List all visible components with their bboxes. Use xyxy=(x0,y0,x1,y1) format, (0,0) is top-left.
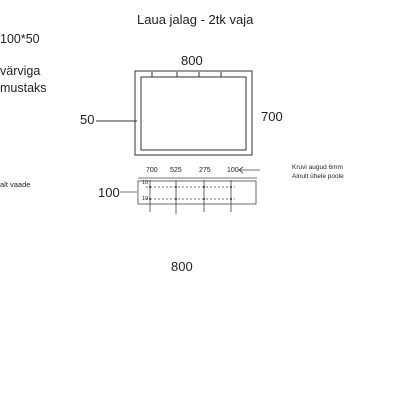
one-side-note: Ainult ühele poole xyxy=(292,173,344,180)
hole-offset-top: 10 xyxy=(142,180,149,186)
top-view xyxy=(96,70,253,156)
note-color-2: mustaks xyxy=(0,81,47,95)
rail-outline xyxy=(137,180,257,205)
hole-dimension-525: 525 xyxy=(170,167,182,174)
page-title: Laua jalag - 2tk vaja xyxy=(137,12,254,27)
top-view-width-label: 800 xyxy=(181,53,203,68)
side-view-width-label: 800 xyxy=(171,259,193,274)
note-dimension: 100*50 xyxy=(0,32,40,46)
hole-marker xyxy=(203,186,205,188)
note-color-1: värviga xyxy=(0,64,41,78)
note-arrow-head xyxy=(238,166,244,174)
hole-marker xyxy=(175,198,177,200)
screw-holes xyxy=(149,186,232,200)
frame-outer xyxy=(134,70,253,156)
hole-marker xyxy=(149,198,151,200)
hole-dimension-100: 100 xyxy=(227,167,239,174)
hole-offset-bottom: 10 xyxy=(142,196,149,202)
note-view: alt vaade xyxy=(0,180,31,189)
side-view xyxy=(120,166,260,214)
hole-marker xyxy=(230,186,232,188)
side-view-height-label: 100 xyxy=(98,185,120,200)
hole-marker xyxy=(175,186,177,188)
hole-dimension-275: 275 xyxy=(199,167,211,174)
hole-marker xyxy=(203,198,205,200)
frame-inner xyxy=(140,76,247,151)
screw-hole-note: Kruvi augud 6mm xyxy=(292,164,343,171)
hole-dimension-700: 700 xyxy=(146,167,158,174)
hole-marker xyxy=(149,186,151,188)
top-view-height-label: 700 xyxy=(261,109,283,124)
hole-marker xyxy=(230,198,232,200)
frame-thickness-label: 50 xyxy=(80,112,95,127)
